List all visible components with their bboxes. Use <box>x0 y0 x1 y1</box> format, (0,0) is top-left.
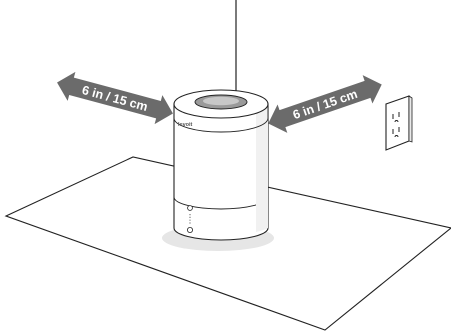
brand-label: levoit <box>178 122 193 128</box>
left-clearance-label: 6 in / 15 cm <box>81 83 150 114</box>
right-clearance-arrow: 6 in / 15 cm <box>263 70 386 137</box>
wall-outlet-icon <box>386 96 412 150</box>
humidifier-icon: levoit <box>162 90 274 251</box>
left-clearance-arrow: 6 in / 15 cm <box>53 68 177 128</box>
